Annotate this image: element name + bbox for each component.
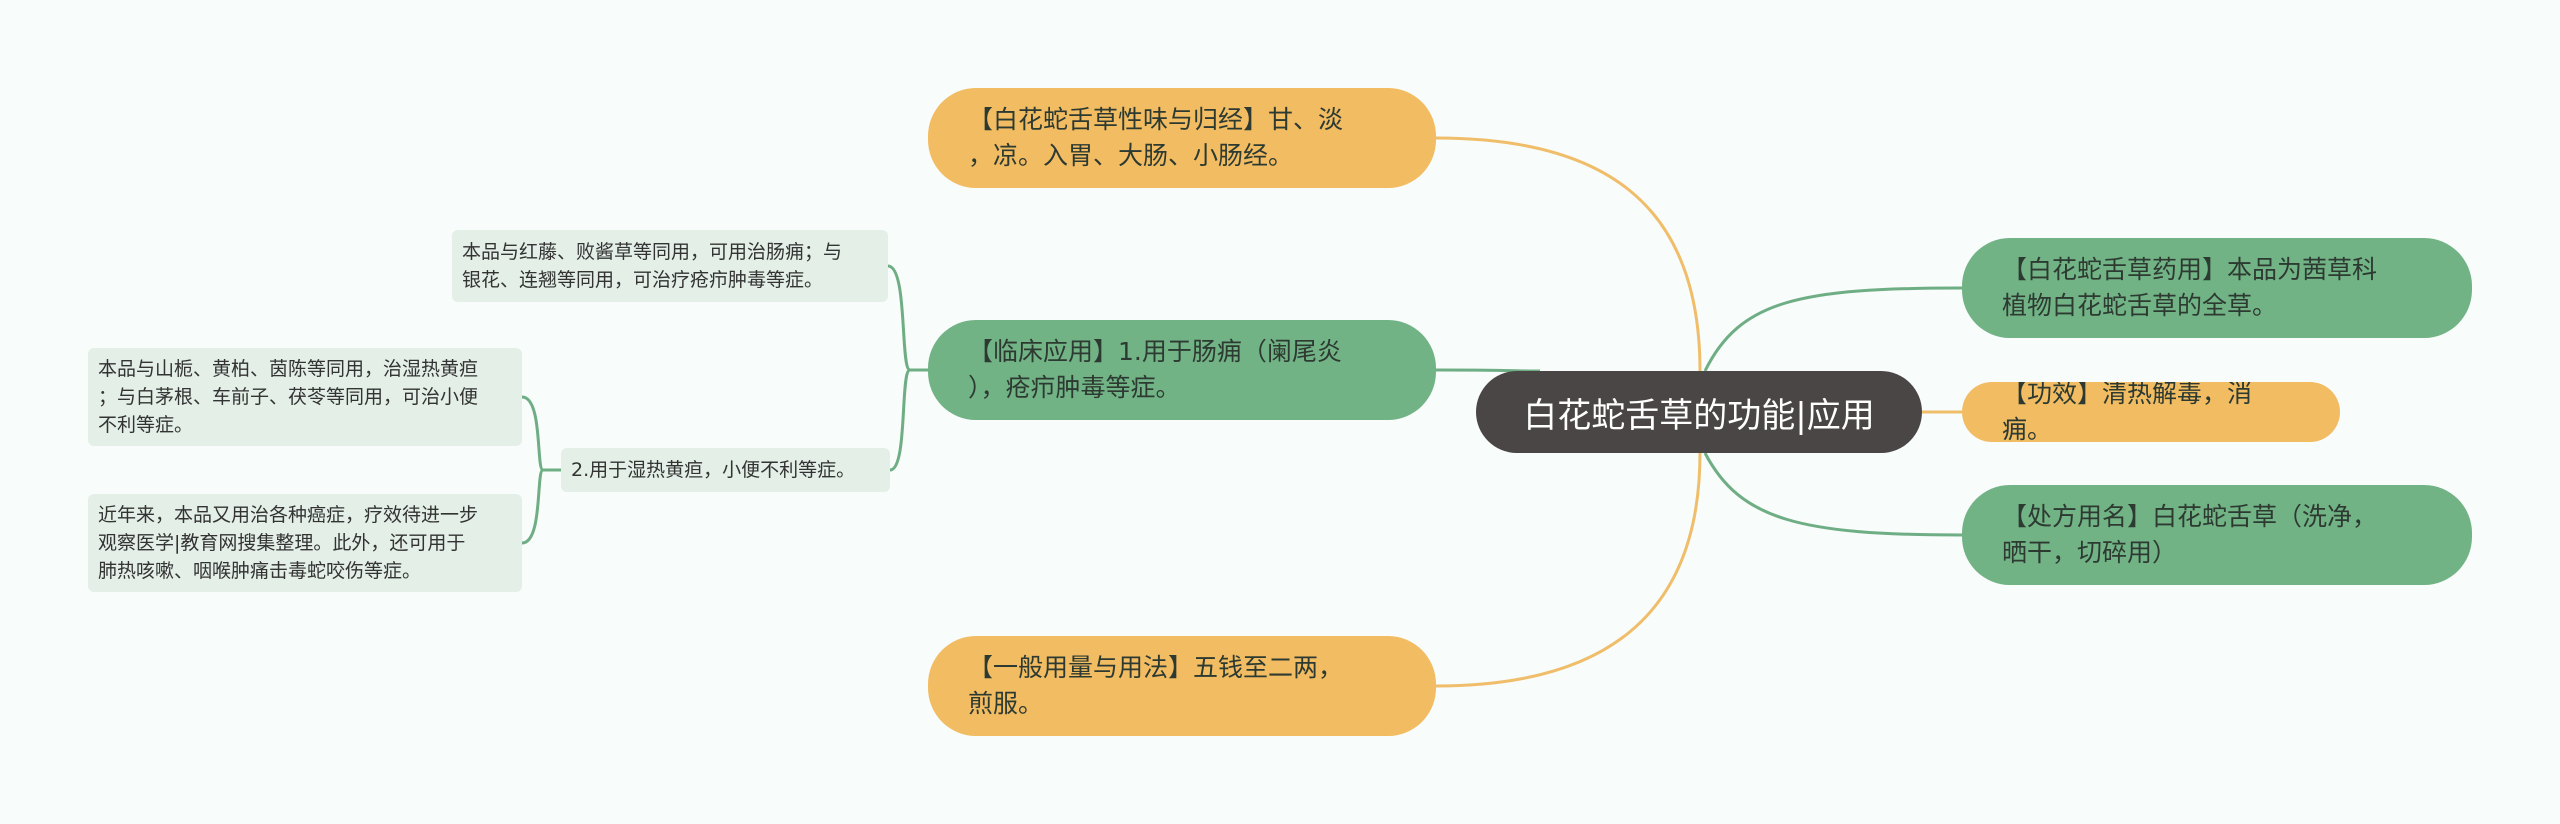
topic-medicinal-part[interactable]: 【白花蛇舌草药用】本品为茜草科 植物白花蛇舌草的全草。: [1962, 238, 2472, 338]
edge-clinical-dampheat: [889, 368, 912, 472]
edge-clinical-leaf1: [887, 264, 912, 372]
central-topic[interactable]: 白花蛇舌草的功能|应用: [1476, 371, 1922, 453]
leaf-cancer-treatment[interactable]: 近年来，本品又用治各种癌症，疗效待进一步 观察医学|教育网搜集整理。此外，还可用…: [88, 494, 522, 592]
edge-root-dosage: [1435, 452, 1702, 688]
topic-dosage-usage[interactable]: 【一般用量与用法】五钱至二两， 煎服。: [928, 636, 1436, 736]
edge-dampheat-leaf-cancer: [521, 468, 545, 545]
topic-clinical-application[interactable]: 【临床应用】1.用于肠痈（阑尾炎 ），疮疖肿毒等症。: [928, 320, 1436, 420]
edge-root-clinical: [1435, 368, 1541, 373]
edge-root-medicinal: [1703, 286, 1963, 372]
topic-prescription-name[interactable]: 【处方用名】白花蛇舌草（洗净， 晒干，切碎用）: [1962, 485, 2472, 585]
leaf-jaundice-combination[interactable]: 本品与山栀、黄柏、茵陈等同用，治湿热黄疸 ；与白茅根、车前子、茯苓等同用，可治小…: [88, 348, 522, 446]
edge-root-taste: [1435, 136, 1702, 372]
subtopic-damp-heat-jaundice[interactable]: 2.用于湿热黄疸，小便不利等症。: [561, 448, 890, 492]
edge-dampheat-leaf-jaundice: [521, 395, 545, 472]
edge-root-prescription: [1703, 452, 1963, 537]
topic-efficacy[interactable]: 【功效】清热解毒，消痈。: [1962, 382, 2340, 442]
topic-taste-meridian[interactable]: 【白花蛇舌草性味与归经】甘、淡 ，凉。入胃、大肠、小肠经。: [928, 88, 1436, 188]
subtopic-intestinal-abscess[interactable]: 本品与红藤、败酱草等同用，可用治肠痈；与 银花、连翘等同用，可治疗疮疖肿毒等症。: [452, 230, 888, 302]
